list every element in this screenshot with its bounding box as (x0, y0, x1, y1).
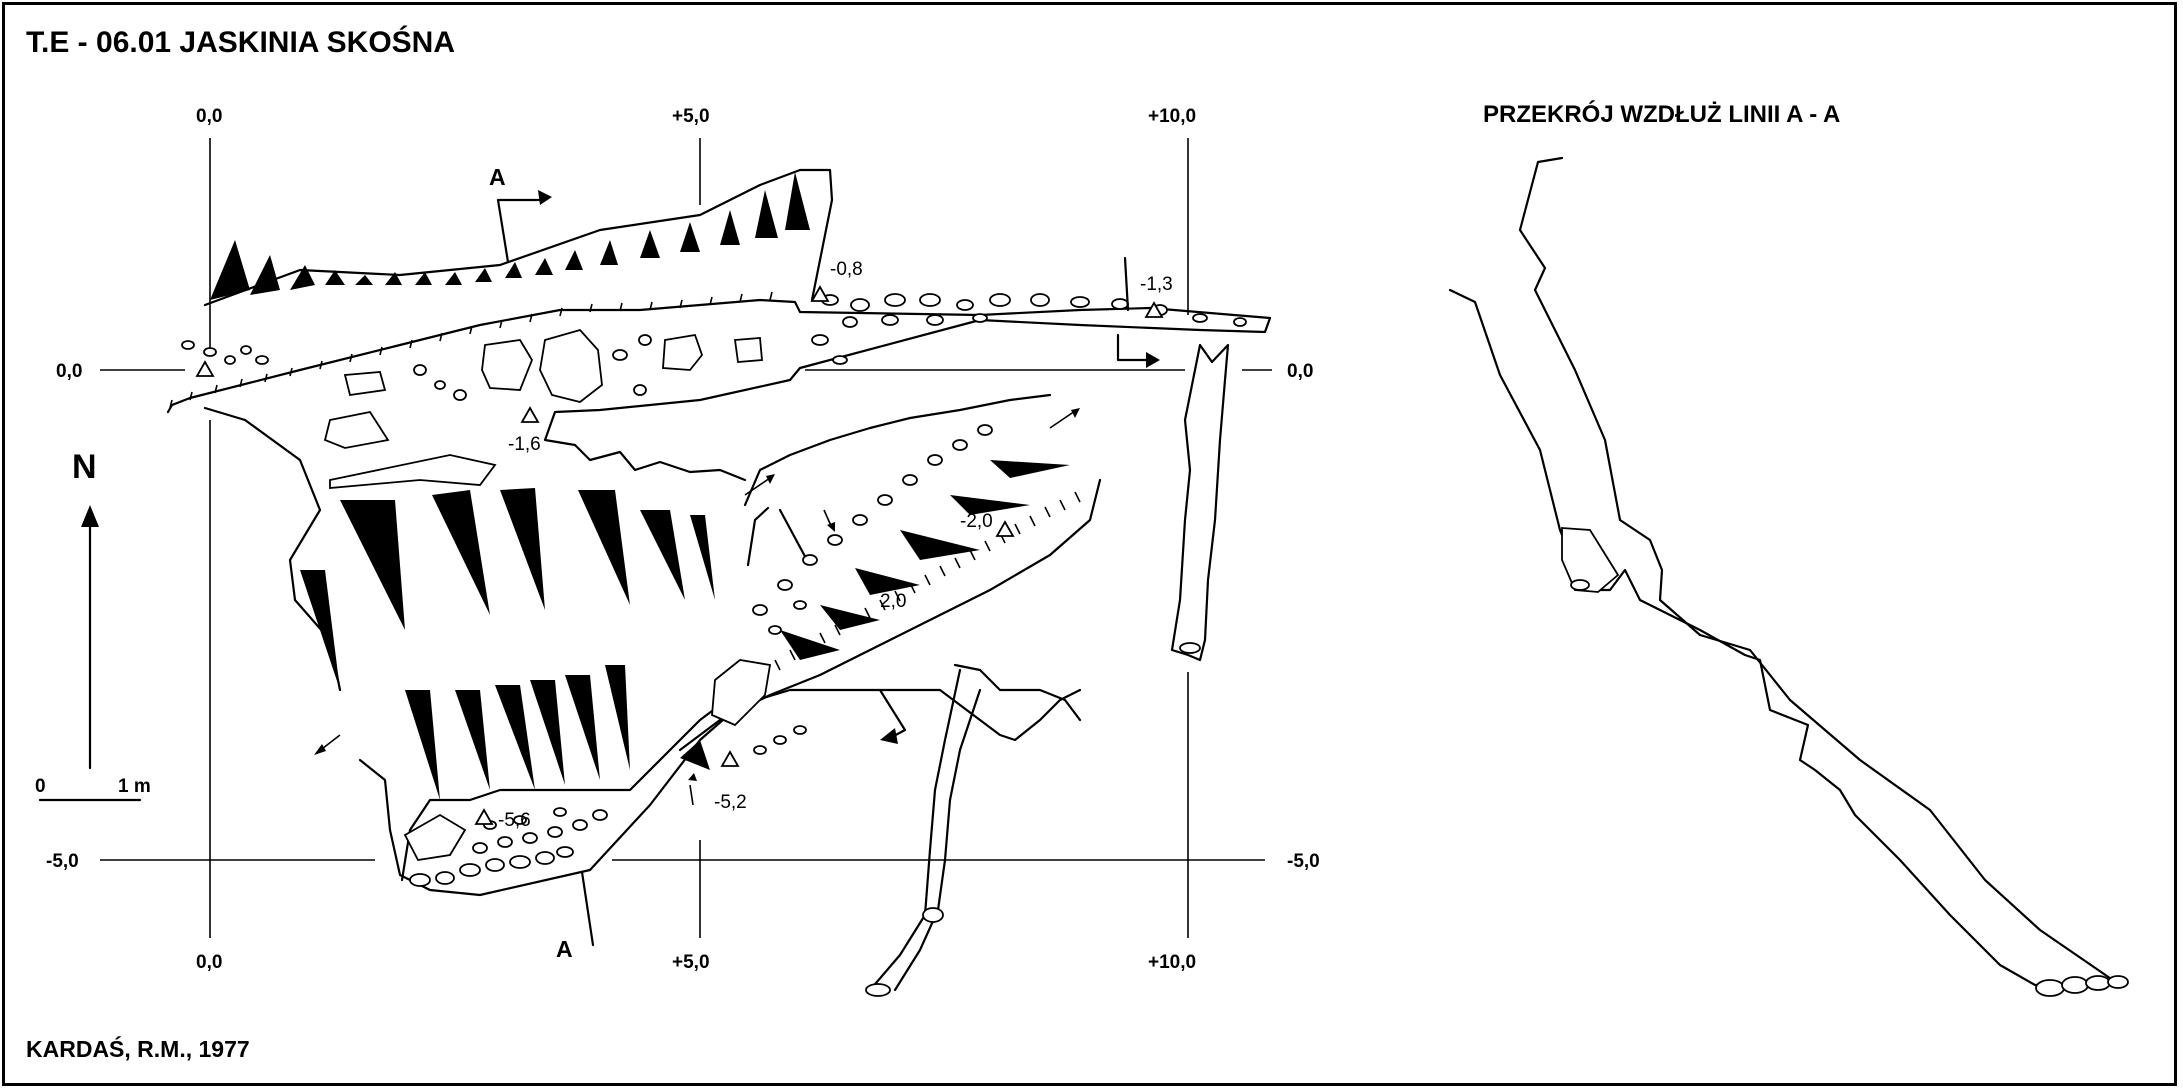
grid-label-y-left-5: -5,0 (46, 851, 79, 872)
scale-zero-label: 0 (35, 776, 46, 797)
floor-ticks-upper (169, 291, 773, 409)
elevation-label: -5,2 (714, 792, 747, 813)
right-vertical-tube (1170, 343, 1230, 662)
grid-label-x-bottom-0: 0,0 (196, 952, 222, 973)
grid-label-y-right-0: 0,0 (1287, 361, 1313, 382)
section-boulder (1561, 527, 1620, 593)
elevation-label: -1,6 (508, 434, 541, 455)
section-label-top: A (489, 164, 506, 190)
cave-plan: -0,8 -1,3 -1,6 -2,0 2,0 -5,2 -5,6 (166, 168, 1272, 997)
roof-hatching-upper (210, 172, 810, 300)
station-icon (474, 808, 494, 825)
north-arrow: N (72, 448, 99, 770)
grid-labels: 0,0 +5,0 +10,0 0,0 +5,0 +10,0 0,0 -5,0 0… (46, 106, 1320, 973)
exit-arrow-icon (1146, 352, 1160, 368)
section-outline-left (1518, 156, 2122, 987)
north-arrow-head-icon (81, 505, 99, 527)
section-floor-rocks (2035, 975, 2129, 997)
lower-chamber-rocks (403, 807, 608, 887)
diagonal-passage-ticks (774, 491, 1081, 671)
scale-unit-label: 1 m (118, 776, 151, 797)
diagonal-passage-rocks (711, 424, 993, 755)
author-credit: KARDAŚ, R.M., 1977 (26, 1035, 250, 1062)
grid-label-y-left-0: 0,0 (56, 361, 82, 382)
grid-label-x-top-10: +10,0 (1148, 106, 1196, 127)
upper-chamber-ceiling (203, 168, 834, 307)
roof-hatching-diagonal (680, 460, 1070, 770)
elevation-labels: -0,8 -1,3 -1,6 -2,0 2,0 -5,2 -5,6 (498, 259, 1173, 831)
station-icon (520, 406, 540, 423)
coordinate-grid (100, 138, 1272, 938)
diagonal-passage-wall (678, 393, 1102, 752)
survey-stations (195, 285, 1164, 825)
station-icon (720, 750, 740, 767)
section-arrow-head-icon (538, 190, 552, 205)
north-label: N (72, 448, 97, 486)
grid-label-x-bottom-5: +5,0 (672, 952, 710, 973)
station-icon (810, 285, 830, 302)
elevation-label: -5,6 (498, 810, 531, 831)
station-icon (995, 520, 1015, 537)
elevation-label: -0,8 (830, 259, 863, 280)
grid-label-x-top-5: +5,0 (672, 106, 710, 127)
flow-arrows (314, 408, 1080, 806)
elevation-label: -1,3 (1140, 274, 1173, 295)
lower-narrow-passage (868, 663, 1082, 992)
section-label-bottom: A (556, 936, 573, 962)
section-outline-right (1448, 288, 2122, 987)
scale-bar: 0 1 m (35, 776, 151, 802)
grid-label-y-right-5: -5,0 (1287, 851, 1320, 872)
upper-passage-wall (166, 298, 1272, 482)
elevation-label: -2,0 (960, 511, 993, 532)
grid-label-x-bottom-10: +10,0 (1148, 952, 1196, 973)
elevation-label: 2,0 (880, 591, 906, 612)
upper-chamber-rocks (181, 328, 763, 489)
cross-section-drawing (1448, 156, 2129, 997)
section-line-a: A A (489, 164, 595, 962)
grid-label-x-top-0: 0,0 (196, 106, 222, 127)
roof-hatching-lower (300, 488, 715, 800)
upper-passage-rubble (811, 293, 1247, 365)
lower-exit-arrow-icon (880, 728, 898, 744)
map-title: T.E - 06.01 JASKINIA SKOŚNA (26, 25, 455, 59)
station-icon (195, 360, 215, 377)
lower-chamber-inner-rim (400, 688, 742, 882)
section-title: PRZEKRÓJ WZDŁUŻ LINII A - A (1483, 100, 1840, 128)
station-icon (1144, 301, 1164, 318)
